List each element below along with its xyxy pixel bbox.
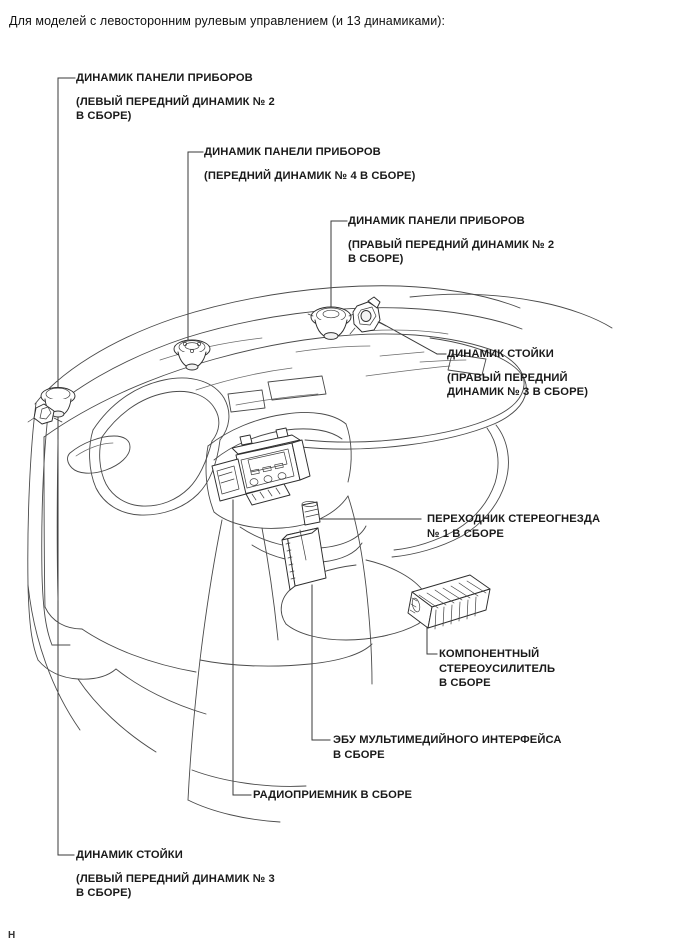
left-vent-slat — [75, 442, 114, 457]
callout-left-pillar-speaker: ДИНАМИК СТОЙКИ (ЛЕВЫЙ ПЕРЕДНИЙ ДИНАМИК №… — [76, 848, 275, 901]
left-pillar-inner — [41, 414, 53, 646]
center-switch-recess — [227, 389, 266, 413]
center-display-recess — [267, 375, 327, 401]
stereo-jack-adapter-part — [301, 501, 321, 526]
console-lower-seam — [199, 643, 373, 667]
callout-subtitle-line1: (ЛЕВЫЙ ПЕРЕДНИЙ ДИНАМИК № 2 — [76, 95, 275, 108]
console-bottom-seam — [191, 769, 307, 787]
dash-seam-center-b — [195, 367, 293, 391]
console-left-edge — [187, 519, 223, 801]
callout-subtitle-line1: (ПЕРЕДНИЙ ДИНАМИК № 4 В СБОРЕ) — [204, 169, 416, 182]
footwell-curve-c — [77, 678, 157, 753]
callout-subtitle-line1: В СБОРЕ — [333, 748, 385, 761]
left-air-vent — [67, 435, 131, 474]
callout-subtitle-line2: В СБОРЕ) — [76, 887, 132, 900]
callout-title: КОМПОНЕНТНЫЙ — [439, 648, 540, 660]
left-panel-line-b — [43, 436, 46, 608]
callout-title: ПЕРЕХОДНИК СТЕРЕОГНЕЗДА — [427, 513, 601, 525]
callout-subtitle-line2: В СБОРЕ) — [348, 253, 404, 266]
leader-right-pillar-speaker-diagonal — [371, 317, 438, 355]
speaker-front-no4 — [173, 339, 211, 371]
dash-top-edge — [34, 285, 521, 405]
dash-seam-center-d — [295, 345, 371, 353]
callout-subtitle-line1: СТЕРЕОУСИЛИТЕЛЬ — [439, 662, 556, 675]
dash-cowl-right — [409, 293, 613, 329]
dash-seam-center-c — [235, 393, 319, 406]
cluster-hood-inner — [101, 390, 220, 442]
callout-title: ДИНАМИК ПАНЕЛИ ПРИБОРОВ — [348, 215, 525, 227]
callout-front-speaker-no4: ДИНАМИК ПАНЕЛИ ПРИБОРОВ (ПЕРЕДНИЙ ДИНАМИ… — [204, 145, 415, 183]
callout-stereo-jack-adapter: ПЕРЕХОДНИК СТЕРЕОГНЕЗДА № 1 В СБОРЕ — [427, 512, 600, 541]
callout-subtitle-line1: (ПРАВЫЙ ПЕРЕДНИЙ ДИНАМИК № 2 — [348, 238, 555, 251]
callout-subtitle-line1: (ПРАВЫЙ ПЕРЕДНИЙ — [447, 371, 568, 384]
speaker-right-front-no2 — [307, 306, 355, 340]
dash-seam-right-a — [379, 351, 425, 357]
callout-stereo-amplifier: КОМПОНЕНТНЫЙ СТЕРЕОУСИЛИТЕЛЬ В СБОРЕ — [439, 647, 555, 691]
center-fascia-top — [207, 412, 347, 447]
callout-title: ДИНАМИК ПАНЕЛИ ПРИБОРОВ — [76, 72, 253, 84]
left-panel-line-a — [56, 439, 59, 601]
center-fascia-left — [205, 445, 215, 513]
passenger-panel-lower — [299, 423, 495, 450]
instrument-panel-body — [27, 285, 613, 823]
glovebox-bottom — [391, 535, 463, 558]
callout-title: ДИНАМИК ПАНЕЛИ ПРИБОРОВ — [204, 146, 381, 158]
center-fascia-right — [345, 423, 352, 483]
callout-subtitle-line1: № 1 В СБОРЕ — [427, 527, 504, 540]
right-air-vent — [447, 353, 487, 376]
left-pillar-outer — [27, 402, 39, 661]
footwell-curve-a — [81, 628, 197, 673]
dash-upper-contour — [39, 307, 523, 421]
stereo-amplifier-part — [407, 574, 491, 630]
cluster-opening-inner — [99, 436, 213, 507]
dash-face-contour — [43, 333, 501, 438]
left-panel-bottom — [44, 606, 83, 630]
armrest-front — [285, 623, 419, 641]
callout-multimedia-interface-ecu: ЭБУ МУЛЬТИМЕДИЙНОГО ИНТЕРФЕЙСА В СБОРЕ — [333, 733, 562, 762]
page-corner-mark: Н — [8, 930, 16, 941]
page-intro-text: Для моделей с левосторонним рулевым упра… — [9, 14, 446, 28]
glovebox-right-inner — [455, 427, 499, 531]
multimedia-interface-ecu-part — [281, 527, 327, 591]
dash-seam-right-c — [419, 359, 467, 363]
airbag-seam — [361, 329, 449, 335]
cluster-hood-outer — [92, 377, 230, 441]
left-lower-trim — [37, 659, 117, 680]
callout-right-pillar-speaker: ДИНАМИК СТОЙКИ (ПРАВЫЙ ПЕРЕДНИЙ ДИНАМИК … — [447, 347, 588, 400]
callout-radio-receiver: РАДИОПРИЕМНИК В СБОРЕ — [253, 788, 412, 803]
speaker-left-pillar-no3 — [27, 387, 76, 425]
console-bottom-edge — [187, 799, 281, 823]
speaker-right-pillar-no3 — [349, 296, 387, 335]
passenger-panel-edge — [493, 352, 525, 418]
dash-seam-right-b — [365, 365, 451, 377]
console-center-crease — [261, 527, 279, 641]
passenger-panel-lower-b — [304, 416, 495, 443]
console-right-edge — [347, 495, 373, 685]
callout-subtitle-line1: (ЛЕВЫЙ ПЕРЕДНИЙ ДИНАМИК № 3 — [76, 872, 275, 885]
callout-left-front-speaker-no2: ДИНАМИК ПАНЕЛИ ПРИБОРОВ (ЛЕВЫЙ ПЕРЕДНИЙ … — [76, 71, 275, 124]
center-fascia-bottom — [213, 495, 349, 529]
footwell-curve-b — [115, 668, 207, 715]
callout-right-front-speaker-no2: ДИНАМИК ПАНЕЛИ ПРИБОРОВ (ПРАВЫЙ ПЕРЕДНИЙ… — [348, 214, 554, 267]
callout-title: ДИНАМИК СТОЙКИ — [447, 348, 554, 360]
left-wall-sweep — [27, 584, 81, 731]
radio-receiver-unit — [211, 427, 311, 506]
callout-title: ЭБУ МУЛЬТИМЕДИЙНОГО ИНТЕРФЕЙСА — [333, 734, 562, 746]
callout-subtitle-line2: ДИНАМИК № 3 В СБОРЕ) — [447, 386, 589, 399]
glovebox-right-outer — [461, 424, 509, 537]
callout-subtitle-line2: В СБОРЕ — [439, 677, 491, 690]
glovebox-bottom-inner — [393, 529, 457, 551]
passenger-panel-top — [429, 337, 527, 425]
callout-title: ДИНАМИК СТОЙКИ — [76, 849, 183, 861]
callout-subtitle-line2: В СБОРЕ) — [76, 110, 132, 123]
callout-title: РАДИОПРИЕМНИК В СБОРЕ — [253, 789, 413, 801]
